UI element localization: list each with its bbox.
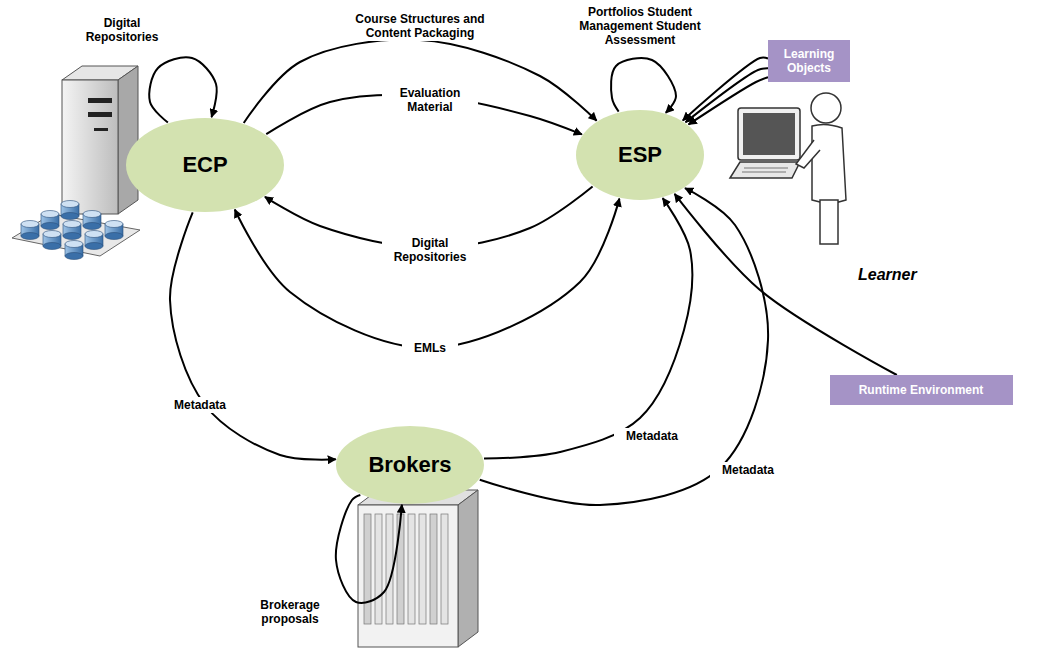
rack-slot bbox=[419, 514, 426, 624]
rack-slot bbox=[430, 514, 437, 624]
component-box: Runtime Environment bbox=[830, 375, 1013, 405]
edge-label: Metadata bbox=[614, 428, 690, 444]
edge-label: Evaluation Material bbox=[382, 85, 478, 115]
rack-slot bbox=[408, 514, 415, 624]
edge-label: Metadata bbox=[162, 397, 238, 413]
node-label: Brokers bbox=[368, 452, 451, 478]
edge-label: Metadata bbox=[710, 462, 786, 478]
rack-slot bbox=[364, 514, 371, 624]
disk bbox=[65, 241, 83, 260]
disk bbox=[43, 231, 61, 250]
connector-arrow bbox=[611, 58, 676, 113]
disk bbox=[83, 211, 101, 230]
connector-arrow bbox=[235, 199, 620, 348]
rack-slot bbox=[397, 514, 404, 624]
connector-arrow bbox=[686, 68, 768, 122]
connector-arrow bbox=[336, 495, 402, 603]
edge-label: Brokerage proposals bbox=[248, 597, 332, 627]
connector-arrow bbox=[484, 198, 692, 458]
node-label: ECP bbox=[182, 152, 227, 178]
node-label: ESP bbox=[618, 142, 662, 168]
node-label: Runtime Environment bbox=[859, 383, 984, 397]
process-ellipse: ESP bbox=[575, 109, 705, 201]
rack-server bbox=[358, 490, 478, 647]
learner-figure bbox=[796, 93, 846, 244]
connector-arrow bbox=[244, 40, 597, 123]
connector-arrow bbox=[149, 57, 216, 122]
ellipse-fill bbox=[126, 118, 284, 212]
rack-slot bbox=[375, 514, 382, 624]
node-label: Learning Objects bbox=[774, 47, 844, 75]
edge-label: EMLs bbox=[402, 340, 458, 356]
disk-array bbox=[12, 201, 140, 260]
component-box: Learning Objects bbox=[768, 40, 850, 82]
ellipse-fill bbox=[576, 110, 704, 200]
process-ellipse: Brokers bbox=[335, 425, 485, 505]
disk bbox=[21, 221, 39, 240]
disk bbox=[85, 231, 103, 250]
ellipse-fill bbox=[336, 426, 484, 504]
disk bbox=[105, 221, 123, 240]
process-ellipse: ECP bbox=[125, 117, 285, 213]
server-tower bbox=[62, 66, 138, 214]
edge-label: Digital Repositories bbox=[79, 15, 165, 45]
connector-arrow bbox=[689, 77, 768, 124]
disk bbox=[41, 211, 59, 230]
disk bbox=[63, 221, 81, 240]
edge-label: Course Structures and Content Packaging bbox=[347, 11, 493, 41]
connector-arrow bbox=[480, 188, 768, 505]
connector-arrow bbox=[675, 194, 897, 375]
connector-arrow bbox=[683, 58, 768, 121]
disk bbox=[61, 201, 79, 220]
laptop bbox=[730, 108, 800, 178]
edge-label: Digital Repositories bbox=[382, 235, 478, 265]
connector-arrow bbox=[170, 212, 336, 459]
edge-label: Portfolios Student Management Student As… bbox=[562, 4, 718, 48]
role-label: Learner bbox=[858, 266, 917, 284]
rack-slot bbox=[441, 514, 448, 624]
